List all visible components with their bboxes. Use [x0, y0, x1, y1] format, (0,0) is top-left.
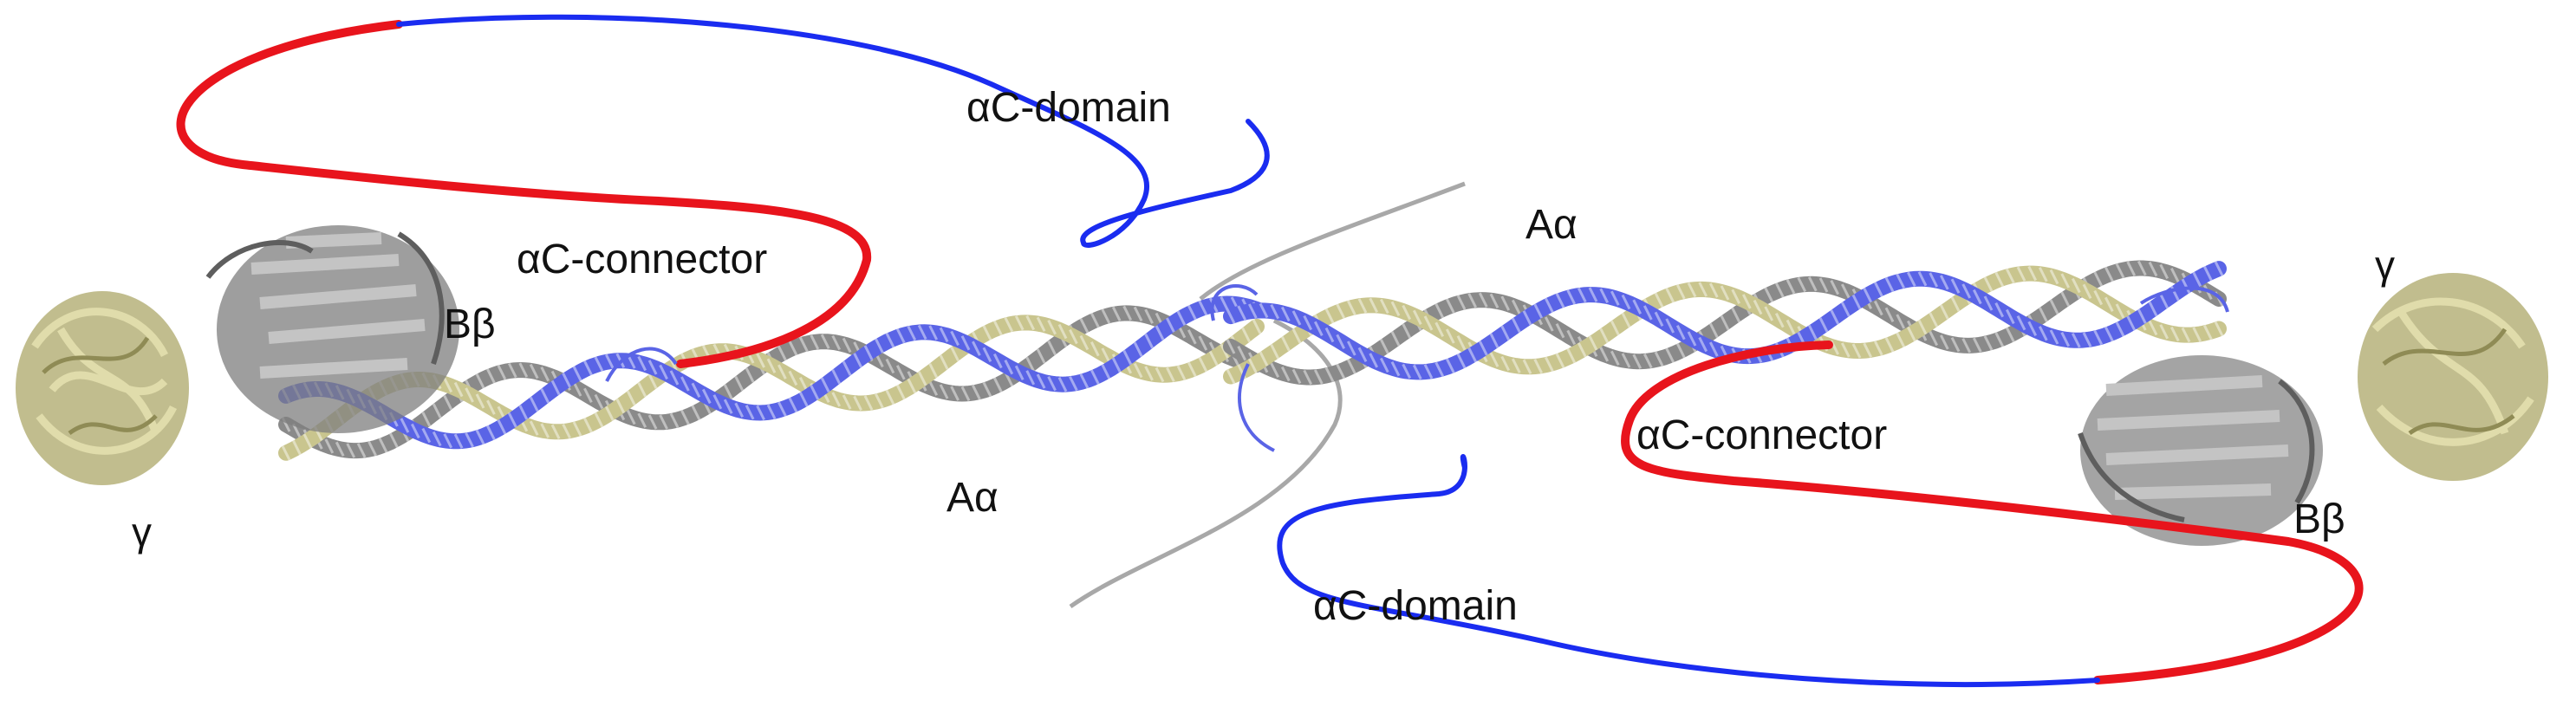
label-aalpha-upper: Aα: [1525, 202, 1577, 248]
alpha-center-loop: [1210, 284, 1275, 452]
alpha-end-loop-left: [605, 347, 678, 382]
helix-ribbon-texture: [1226, 260, 2224, 386]
label-ac-connector-left: αC-connector: [517, 237, 767, 282]
label-ac-connector-right: αC-connector: [1636, 412, 1887, 458]
label-gamma-left: γ: [132, 509, 152, 555]
helix-strand-arm1-s0: [1223, 260, 2227, 386]
ac-domain-bottom-path: [1277, 454, 2100, 687]
coiled-coil-region: [278, 260, 2227, 461]
ac-connector-left-path: [176, 20, 872, 368]
helix-strand-arm1-s1: [1223, 265, 2227, 385]
center-outline-upper: [1199, 181, 1466, 301]
ac-connector-right-path: [1621, 341, 2364, 684]
alpha-end-loop-right: [2139, 286, 2229, 313]
helix-strand-arm0-s1: [278, 315, 1265, 461]
helix-strand-arm0-s2: [278, 295, 1265, 450]
ac-domain-top-path: [396, 14, 1270, 248]
label-aalpha-lower: Aα: [946, 475, 999, 521]
gamma-globule-left: [16, 291, 189, 485]
helix-ribbon-texture: [1226, 265, 2224, 385]
bbeta-globule-left: [205, 225, 459, 433]
label-ac-domain-bottom: αC-domain: [1313, 583, 1518, 629]
bbeta-globule-right: [2078, 355, 2323, 546]
helix-strand-arm1-s2: [1223, 261, 2227, 380]
label-gamma-right: γ: [2375, 243, 2395, 288]
label-ac-domain-top: αC-domain: [966, 85, 1171, 131]
label-bbeta-left: Bβ: [444, 302, 496, 347]
label-bbeta-right: Bβ: [2293, 496, 2345, 542]
center-outline-lower: [1069, 318, 1343, 609]
gamma-globule-right: [2358, 273, 2548, 481]
